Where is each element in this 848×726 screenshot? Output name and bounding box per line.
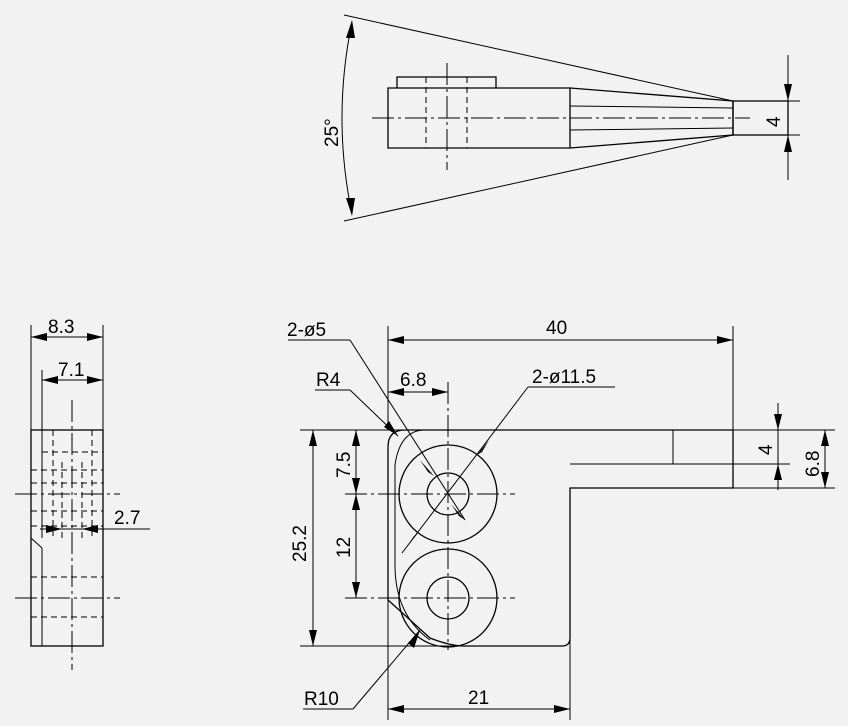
holes-arrow-1 [420, 460, 434, 476]
top-view-slot-upper [569, 105, 734, 109]
base-radius-label: R10 [304, 689, 339, 710]
angle-extension-upper [343, 14, 734, 102]
outer-dia-arrow-1 [477, 440, 489, 455]
side-slot-arrow-left [46, 525, 62, 533]
tip-arrow-bottom [784, 135, 792, 152]
base-width-label: 21 [468, 688, 489, 709]
corner-radius-arrow [384, 421, 398, 436]
top-offset-arrow-bottom [352, 478, 360, 494]
angle-arrow-top [346, 20, 355, 38]
base-radius-arrow [408, 630, 420, 648]
holes-label: 2-ø5 [287, 320, 326, 341]
top-view-slot-lower [569, 127, 734, 131]
length-arrow-right [717, 336, 733, 344]
arm-total-arrow-bottom [821, 472, 829, 488]
front-view: 40 2-ø5 6.8 2-ø11.5 R4 7.5 12 [287, 318, 835, 720]
holes-arrow-2 [451, 504, 465, 520]
base-width-arrow-right [554, 705, 570, 713]
base-width-arrow-left [388, 705, 404, 713]
side-width-arrow-left [31, 333, 47, 341]
side-width-label: 8.3 [48, 317, 74, 338]
side-view: 8.3 7.1 2.7 [15, 317, 150, 670]
height-arrow-top [309, 430, 317, 446]
outer-dia-arrow-2 [406, 533, 418, 548]
side-view-notch [30, 537, 43, 549]
arm-total-label: 6.8 [803, 451, 824, 477]
angle-dimension-arc [341, 21, 353, 215]
side-slot-label: 2.7 [114, 508, 140, 529]
angle-extension-lower [343, 134, 734, 222]
angle-dimension-label: 25° [322, 118, 343, 147]
hole-spacing-arrow-top [352, 494, 360, 510]
top-offset-arrow-top [352, 430, 360, 446]
arm-height-arrow-top [774, 414, 782, 430]
top-offset-label: 7.5 [334, 452, 355, 478]
side-inner-arrow-right [87, 376, 103, 384]
height-label: 25.2 [290, 525, 311, 562]
outer-dia-leader [401, 386, 529, 554]
outer-dia-label: 2-ø11.5 [532, 367, 596, 388]
front-view-outline [387, 429, 734, 647]
side-inner-arrow-left [42, 376, 58, 384]
side-inner-label: 7.1 [58, 360, 84, 381]
holes-leader [349, 339, 466, 521]
side-width-arrow-right [87, 333, 103, 341]
side-slot-arrow-right [82, 525, 98, 533]
length-arrow-left [388, 336, 404, 344]
hole-spacing-arrow-bottom [352, 582, 360, 598]
height-arrow-bottom [309, 630, 317, 646]
hole-spacing-label: 12 [334, 537, 355, 558]
length-label: 40 [546, 318, 567, 339]
tip-arrow-top [784, 84, 792, 101]
tip-dimension-label: 4 [764, 116, 785, 127]
hole-offset-arrow-right [432, 388, 448, 396]
arm-height-arrow-bottom [774, 464, 782, 480]
hole-offset-arrow-left [388, 388, 404, 396]
angle-arrow-bottom [346, 198, 355, 216]
hole-offset-label: 6.8 [400, 370, 426, 391]
top-view: 25° 4 [322, 14, 800, 222]
arm-height-label: 4 [756, 444, 777, 455]
arm-total-arrow-top [821, 430, 829, 446]
corner-radius-label: R4 [316, 370, 341, 391]
